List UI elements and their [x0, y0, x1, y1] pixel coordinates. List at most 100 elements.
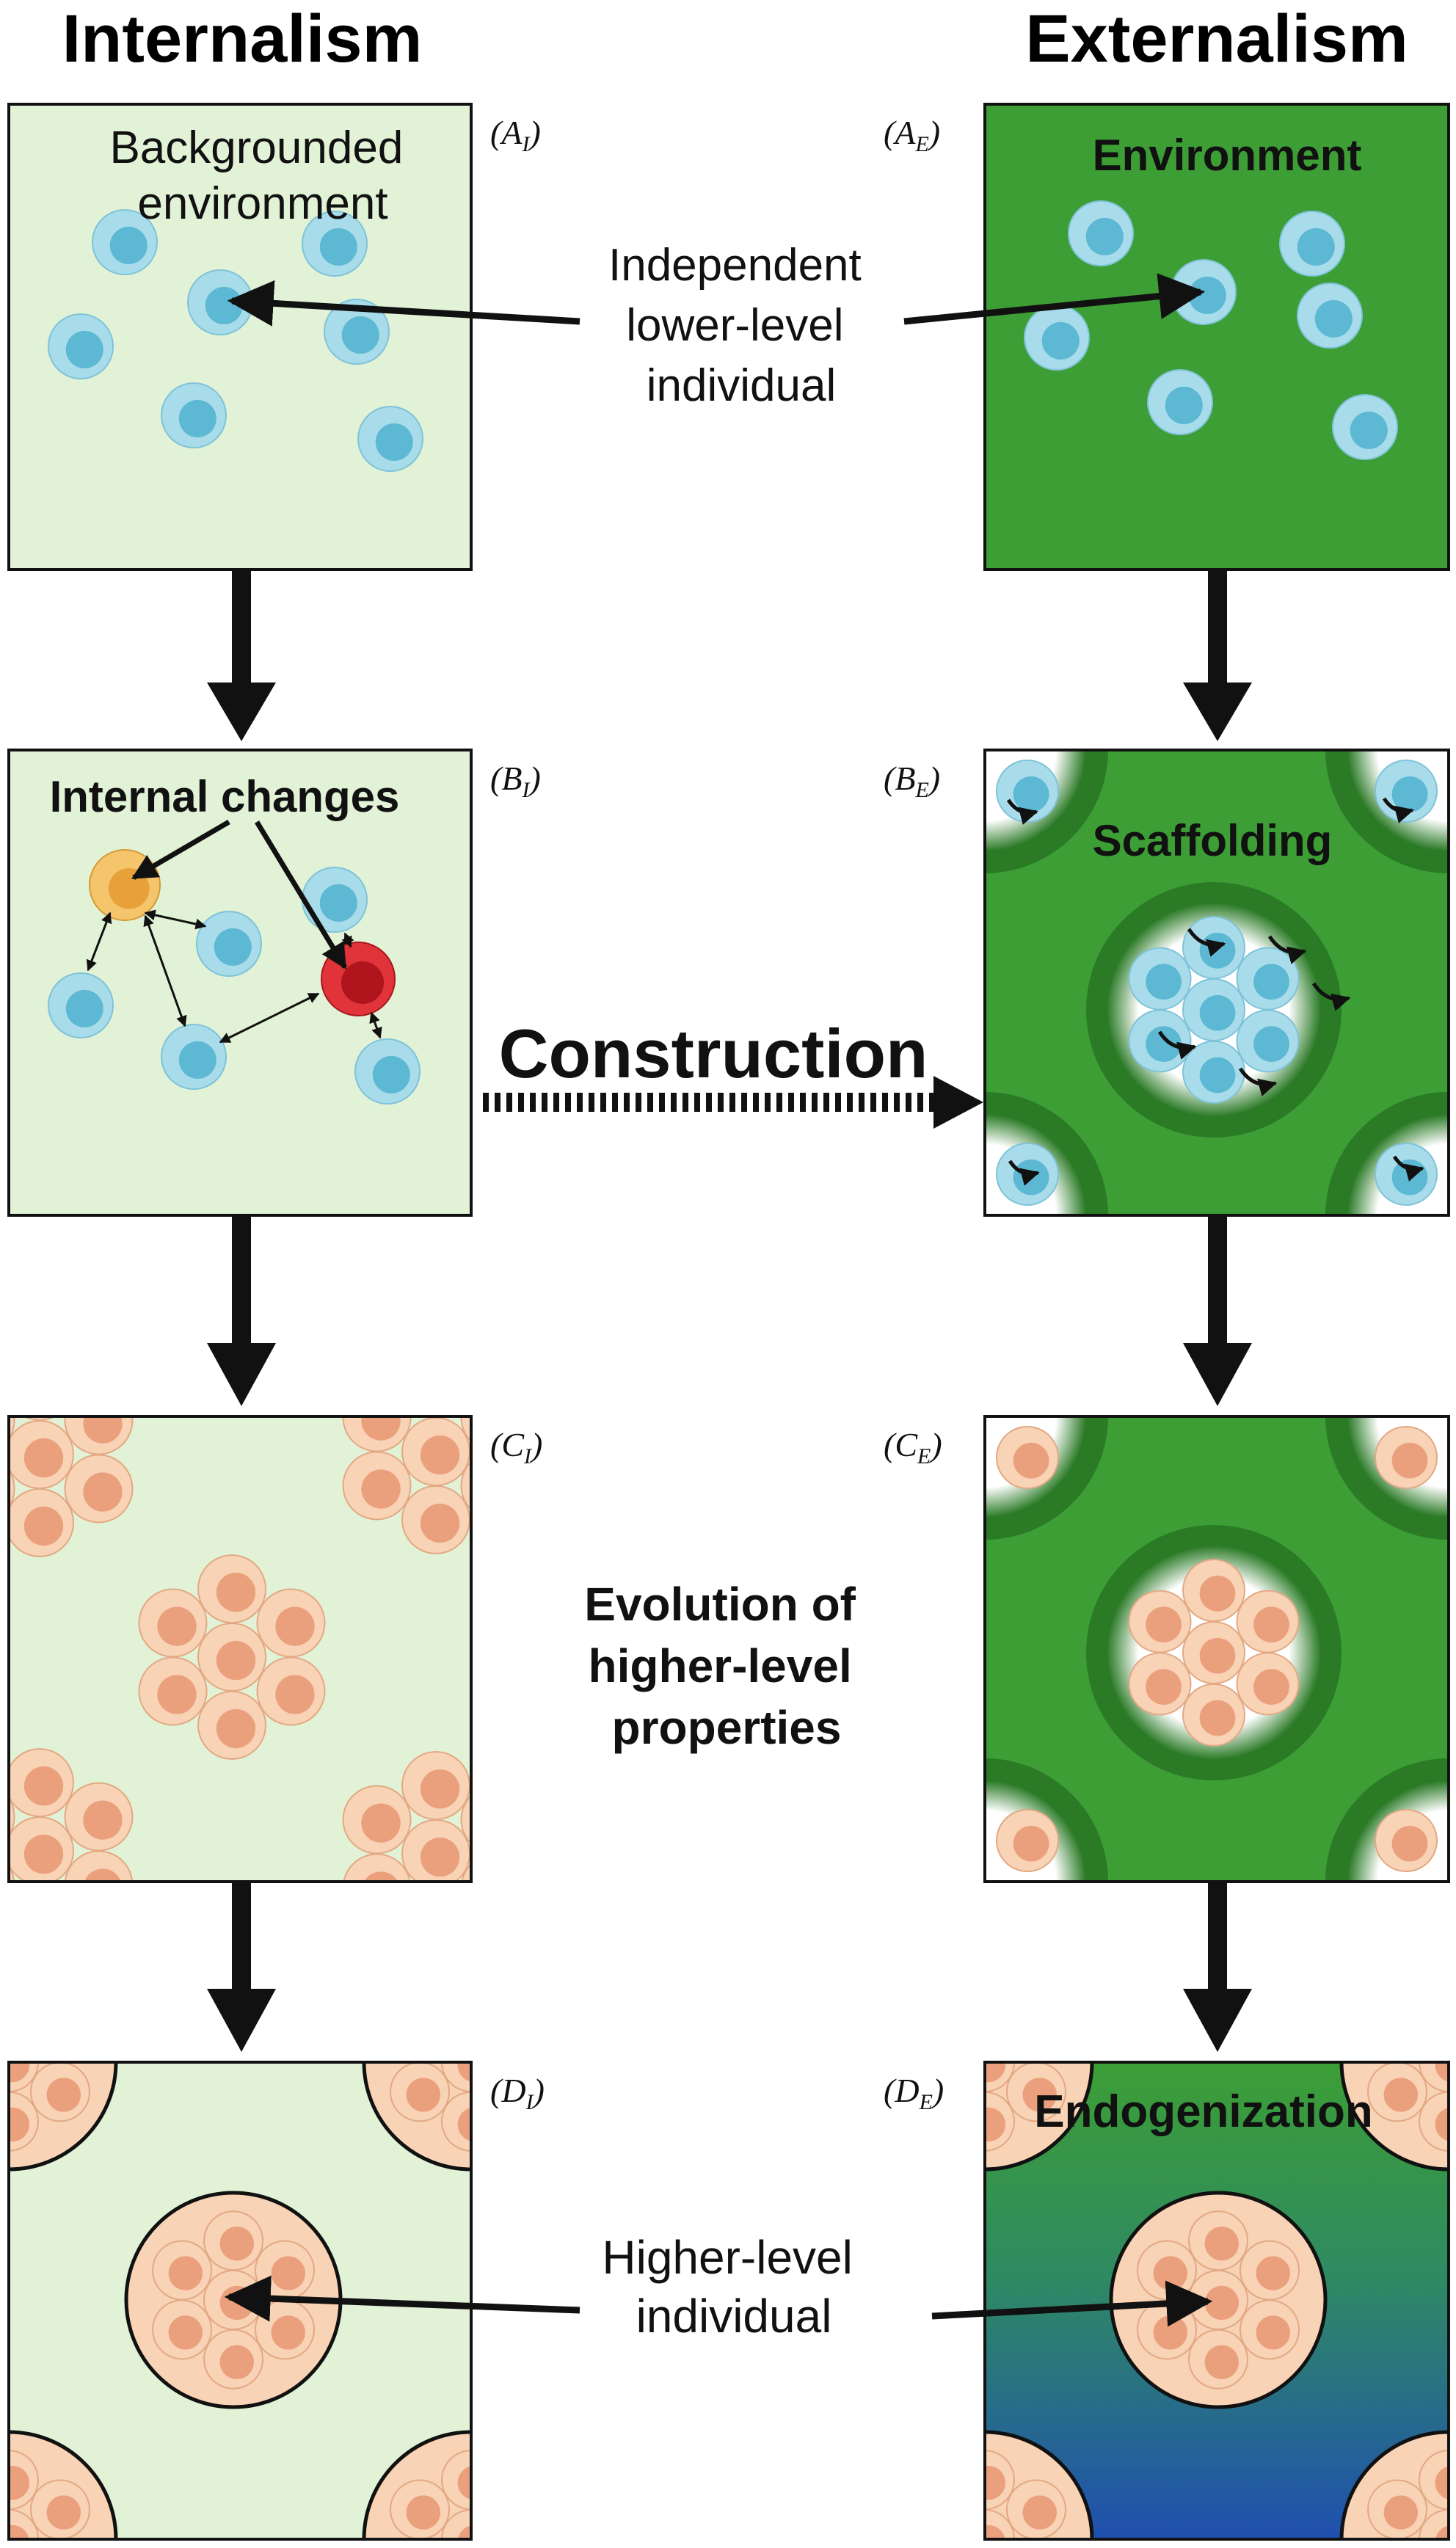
orange-cell [1419, 1973, 1456, 2032]
orange-cell [985, 2509, 1015, 2539]
orange-cell [904, 2003, 963, 2062]
orange-cell [203, 2210, 263, 2271]
orange-cell [1236, 1590, 1300, 1653]
orange-cell [1375, 1426, 1438, 1489]
orange-cell [493, 2003, 552, 2062]
pointer-arrow-to-DE-center [931, 2280, 1213, 2327]
orange-cell [256, 1588, 326, 1658]
orange-cell [197, 1623, 266, 1692]
orange-cell [254, 2299, 315, 2360]
tag-DE: (DE) [884, 2072, 944, 2114]
orange-cell [442, 1973, 500, 2032]
orange-cell [401, 1417, 470, 1486]
label-independent-lower-level: Independent lower-level individual [608, 240, 874, 411]
orange-cell [1137, 2299, 1198, 2360]
orange-cell [64, 1416, 134, 1455]
orange-cell [996, 1426, 1059, 1489]
orange-cell [460, 1794, 471, 1845]
orange-cell [401, 1485, 470, 1554]
orange-cell [29, 2479, 90, 2539]
orange-cell [22, 1416, 57, 1422]
orange-cell [6, 1885, 73, 1953]
interaction-arrow [219, 992, 320, 1044]
orange-cell [904, 2480, 963, 2539]
orange-cell [1188, 2210, 1248, 2271]
orange-cell [461, 1863, 471, 1882]
curl-arrow [1006, 798, 1038, 825]
orange-cell [985, 2091, 1015, 2152]
orange-cell [343, 1853, 411, 1882]
blue-cell [324, 299, 390, 365]
orange-cell [9, 1816, 74, 1882]
blue-cell [161, 382, 227, 448]
red-cell [321, 942, 396, 1016]
orange-cell [9, 1748, 74, 1818]
orange-cell [254, 2240, 315, 2301]
orange-cell [1030, 2538, 1041, 2539]
orange-cell [1182, 1559, 1245, 1623]
interaction-arrow [255, 820, 347, 969]
orange-cell [342, 1451, 412, 1521]
orange-cell [390, 2479, 451, 2539]
orange-cell [401, 1819, 470, 1882]
orange-cell [904, 2539, 963, 2548]
blue-cell [92, 209, 158, 275]
label-construction: Construction [499, 1015, 928, 1092]
tag-BI: (BI) [490, 760, 541, 802]
blue-cell [48, 972, 114, 1038]
orange-cell [996, 1809, 1059, 1872]
orange-cell [441, 2509, 471, 2539]
curl-arrow [1238, 1067, 1278, 1096]
orange-cell [1137, 2240, 1198, 2301]
yellow-cell [89, 849, 161, 921]
curl-arrow [1267, 935, 1307, 964]
panel-DE-cells [904, 1973, 1456, 2548]
blue-cell [1182, 1040, 1245, 1104]
construction-arrowhead [933, 1076, 983, 1129]
orange-cell [1419, 2450, 1449, 2511]
blue-cell [1375, 1143, 1438, 1206]
pointer-arrow-to-AE-cell [903, 273, 1206, 325]
orange-cell [1030, 2062, 1041, 2063]
label-internal-changes: Internal changes [50, 772, 400, 821]
panel-BI-cells [48, 819, 421, 1104]
orange-cell [390, 2062, 451, 2122]
orange-cell [441, 2062, 471, 2092]
curl-arrow [1382, 797, 1414, 823]
blue-cell [1182, 978, 1245, 1041]
blue-cell [1024, 305, 1090, 371]
blue-cell [302, 211, 368, 277]
orange-cell [1367, 2062, 1428, 2122]
orange-cell [1239, 2240, 1300, 2301]
curl-arrow [1311, 982, 1351, 1011]
label-evolution: Evolution of higher-level properties [584, 1578, 869, 1754]
orange-cell [0, 1973, 38, 2032]
blue-cell [1279, 211, 1345, 277]
tag-BE: (BE) [884, 760, 940, 802]
orange-cell [402, 1888, 470, 1956]
tag-AI: (AI) [490, 114, 541, 156]
label-environment: Environment [1093, 131, 1362, 180]
orange-cell [256, 1656, 326, 1726]
blue-cell [357, 406, 423, 472]
orange-cell [415, 2062, 426, 2063]
orange-cell [9, 1420, 74, 1489]
blue-cell [1236, 1009, 1300, 1073]
blue-cell [354, 1038, 421, 1104]
blue-cell [1128, 947, 1192, 1011]
orange-cell [1182, 1621, 1245, 1684]
orange-cell [1005, 2479, 1066, 2539]
orange-cell [203, 2329, 263, 2389]
orange-cell [985, 2062, 1015, 2092]
tag-AE: (AE) [884, 114, 940, 156]
pointer-arrow-to-AI-cell [227, 280, 580, 327]
orange-cell [493, 2480, 552, 2539]
panel-BE-cells [985, 750, 1449, 1215]
curl-arrow [1157, 1030, 1197, 1060]
orange-cell [1005, 2062, 1066, 2122]
orange-cell [152, 2240, 213, 2301]
tag-DI: (DI) [490, 2072, 545, 2114]
orange-cell [29, 2062, 90, 2122]
blue-cell [161, 1024, 227, 1090]
